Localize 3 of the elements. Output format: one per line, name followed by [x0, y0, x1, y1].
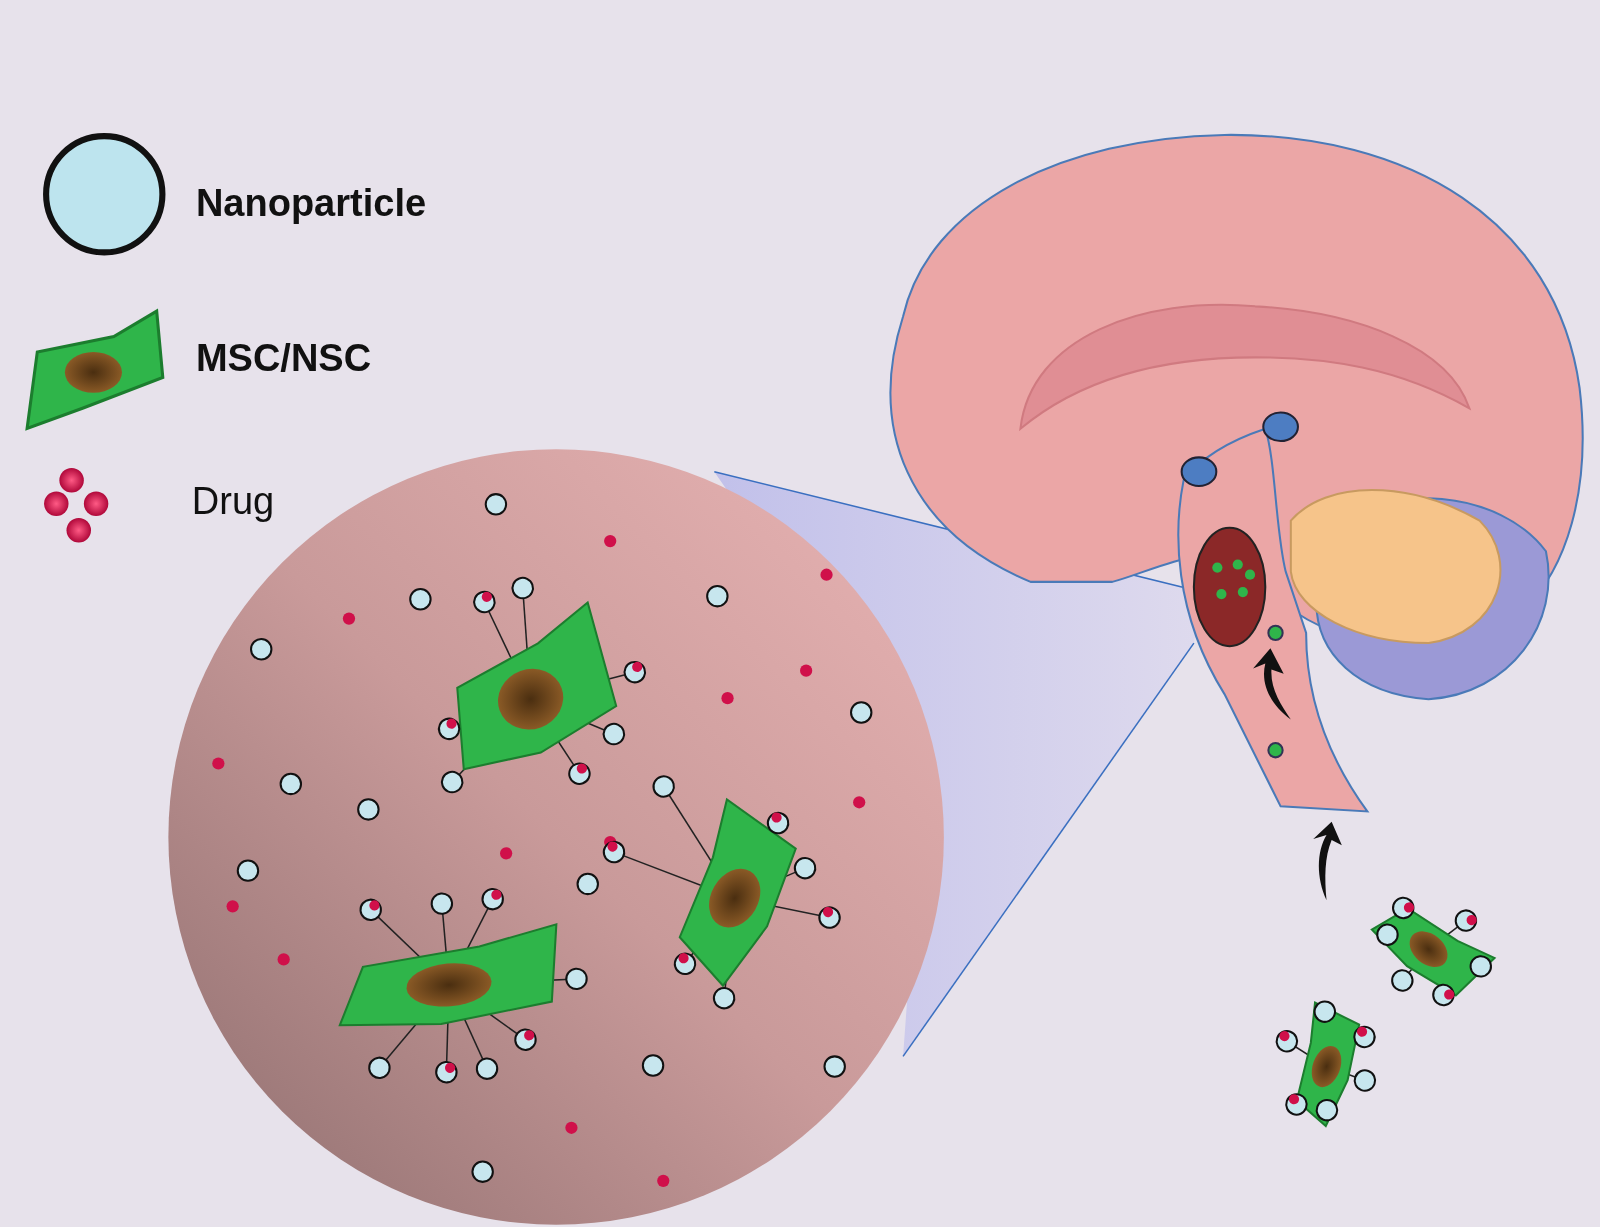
legend-label: Drug: [191, 479, 275, 523]
legend-label: Nanoparticle: [195, 181, 427, 225]
legend-label: MSC/NSC: [195, 336, 372, 380]
